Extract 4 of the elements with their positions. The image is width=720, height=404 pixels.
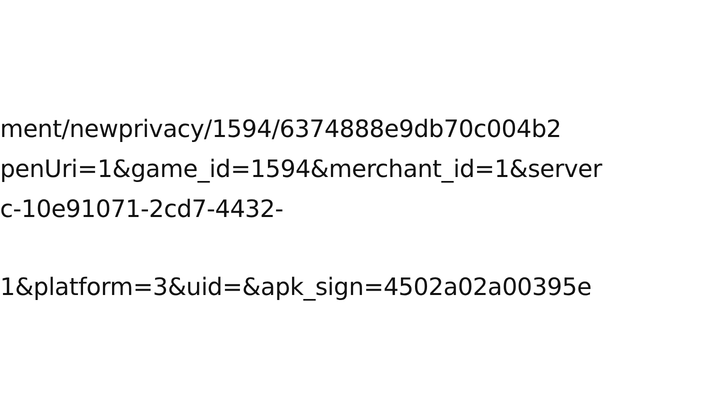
url-text: 1&platform=3&uid=&apk_sign=4502a02a00395e [0, 272, 592, 302]
url-text: ment/newprivacy/1594/6374888e9db70c004b2 [0, 114, 562, 144]
url-text: c-10e91071-2cd7-4432- [0, 194, 284, 224]
url-text: penUri=1&game_id=1594&merchant_id=1&server [0, 154, 602, 184]
